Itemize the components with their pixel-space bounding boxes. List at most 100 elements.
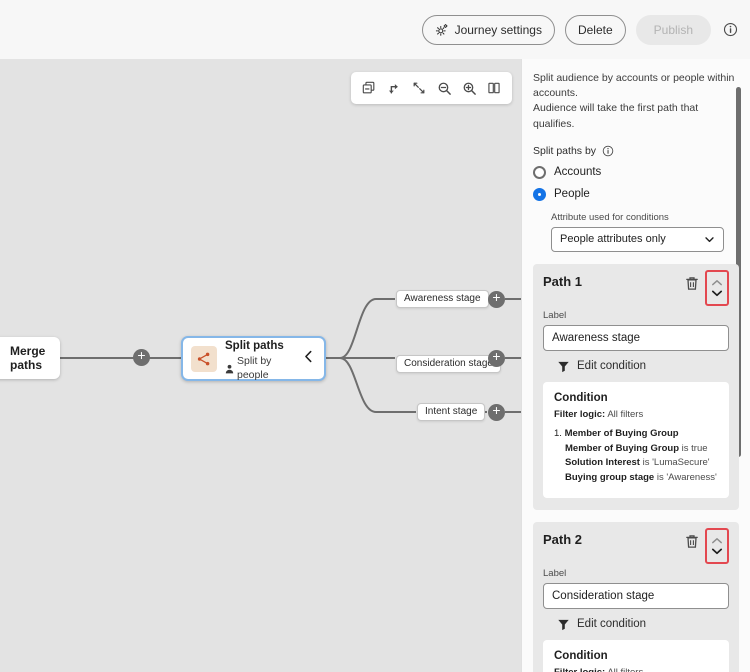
path-1-rule-row: Buying group stage is 'Awareness' xyxy=(554,471,718,486)
chevron-up-icon[interactable] xyxy=(711,279,723,287)
path-2-label-caption: Label xyxy=(543,567,567,579)
branch-label: Consideration stage xyxy=(404,358,493,369)
split-paths-by-label: Split paths by xyxy=(533,144,597,157)
path-1-label-input[interactable] xyxy=(543,324,729,351)
chevron-left-icon[interactable] xyxy=(303,350,316,368)
path-1-filter-logic-key: Filter logic: xyxy=(554,408,606,420)
path-1-title: Path 1 xyxy=(543,273,583,289)
chevron-down-icon[interactable] xyxy=(711,547,723,555)
rule-op: is xyxy=(656,472,664,484)
filter-icon xyxy=(557,618,570,631)
attribute-select[interactable]: People attributes only xyxy=(551,226,724,252)
zoom-in-icon[interactable] xyxy=(457,75,481,101)
trash-icon[interactable] xyxy=(685,532,705,554)
path-2-filter-logic: Filter logic: All filters xyxy=(554,667,718,672)
zoom-out-icon[interactable] xyxy=(432,75,456,101)
branch-pill-awareness[interactable]: Awareness stage xyxy=(396,290,489,308)
delete-label: Delete xyxy=(577,22,613,37)
node-merge-paths[interactable]: Merge paths xyxy=(0,337,60,379)
path-2-title: Path 2 xyxy=(543,531,583,547)
panel-description: Split audience by accounts or people wit… xyxy=(533,71,739,132)
panel-description-line1: Split audience by accounts or people wit… xyxy=(533,72,735,100)
path-2-filter-logic-key: Filter logic: xyxy=(554,667,605,672)
rule-op: is xyxy=(642,457,650,469)
path-card-2: Path 2 xyxy=(533,521,739,672)
path-1-rule-group: 1. Member of Buying Group xyxy=(554,427,718,442)
path-card-1: Path 1 xyxy=(533,263,739,510)
branch-label: Awareness stage xyxy=(404,293,481,304)
path-1-rule-row: Solution Interest is 'LumaSecure' xyxy=(554,456,718,471)
radio-accounts-indicator[interactable] xyxy=(533,165,546,179)
radio-option-accounts[interactable]: Accounts xyxy=(533,165,739,179)
panel-content: Split audience by accounts or people wit… xyxy=(522,59,750,672)
node-split-paths[interactable]: Split paths Split by people xyxy=(181,336,326,381)
branch-pill-intent[interactable]: Intent stage xyxy=(417,403,486,421)
journey-settings-label: Journey settings xyxy=(454,22,542,37)
fit-to-screen-icon[interactable] xyxy=(407,75,431,101)
path-1-condition-title: Condition xyxy=(554,391,608,404)
path-1-label-caption: Label xyxy=(543,309,567,321)
journey-canvas[interactable]: Merge paths Split paths xyxy=(0,59,521,672)
add-step-button-consideration[interactable] xyxy=(488,350,505,367)
path-2-filter-logic-value: All filters xyxy=(607,667,643,672)
chevron-down-icon[interactable] xyxy=(711,289,723,297)
map-overview-icon[interactable] xyxy=(482,75,506,101)
path-2-condition-box: Condition Filter logic: All filters 1. M… xyxy=(543,639,729,672)
rule-attr: Solution Interest xyxy=(565,457,640,469)
split-paths-settings-panel: Split audience by accounts or people wit… xyxy=(521,59,750,672)
path-2-condition-title: Condition xyxy=(554,649,608,662)
rule-value: 'LumaSecure' xyxy=(652,457,710,469)
person-icon xyxy=(225,364,234,374)
path-1-reorder-control[interactable] xyxy=(705,269,729,306)
publish-button[interactable]: Publish xyxy=(635,14,711,45)
path-2-reorder-control[interactable] xyxy=(705,527,729,564)
panel-description-line2: Audience will take the first path that q… xyxy=(533,102,699,130)
add-step-button-intent[interactable] xyxy=(488,404,505,421)
gear-icon xyxy=(435,23,449,37)
attribute-select-value: People attributes only xyxy=(560,233,666,246)
split-node-subtitle: Split by people xyxy=(237,355,272,381)
attribute-block: Attribute used for conditions People att… xyxy=(551,212,739,252)
chevron-up-icon[interactable] xyxy=(711,537,723,545)
path-2-header: Path 2 xyxy=(543,527,729,564)
split-paths-by-row: Split paths by xyxy=(533,145,739,157)
share-split-icon xyxy=(191,345,217,372)
path-1-rule-number: 1. xyxy=(554,427,562,439)
path-2-edit-condition-button[interactable]: Edit condition xyxy=(557,618,729,631)
path-2-label-input[interactable] xyxy=(543,582,729,609)
rule-attr: Buying group stage xyxy=(565,472,655,484)
split-node-subtitle-row: Split by people xyxy=(225,355,295,381)
path-1-filter-logic: Filter logic: All filters xyxy=(554,409,718,420)
radio-accounts-label: Accounts xyxy=(554,166,602,179)
add-step-button-1[interactable] xyxy=(133,349,150,366)
publish-label: Publish xyxy=(653,22,693,37)
radio-people-label: People xyxy=(554,188,590,201)
trash-icon[interactable] xyxy=(685,274,705,296)
radio-people-indicator[interactable] xyxy=(533,187,546,201)
split-node-title: Split paths xyxy=(225,340,284,353)
info-circle-icon[interactable] xyxy=(602,145,614,157)
rule-value: 'Awareness' xyxy=(666,472,717,484)
publish-info-icon[interactable] xyxy=(723,22,738,37)
merge-paths-label: Merge paths xyxy=(10,344,46,372)
add-step-button-awareness[interactable] xyxy=(488,291,505,308)
top-toolbar: Journey settings Delete Publish xyxy=(0,0,750,59)
attribute-label: Attribute used for conditions xyxy=(551,211,669,223)
reroute-arrow-icon[interactable] xyxy=(382,75,406,101)
path-1-condition-box: Condition Filter logic: All filters 1. M… xyxy=(543,381,729,498)
branch-label: Intent stage xyxy=(425,406,478,417)
radio-option-people[interactable]: People xyxy=(533,187,739,201)
path-1-rule-row: Member of Buying Group is true xyxy=(554,442,718,457)
branch-pill-consideration[interactable]: Consideration stage xyxy=(396,355,501,373)
path-2-edit-condition-label: Edit condition xyxy=(577,618,647,631)
rule-op: is xyxy=(681,442,689,454)
delete-button[interactable]: Delete xyxy=(564,14,626,45)
rule-value: true xyxy=(691,442,708,454)
duplicate-minus-icon[interactable] xyxy=(357,75,381,101)
rule-attr: Member of Buying Group xyxy=(565,442,679,454)
journey-settings-button[interactable]: Journey settings xyxy=(421,14,555,45)
path-1-group-name: Member of Buying Group xyxy=(564,427,679,439)
path-1-edit-condition-button[interactable]: Edit condition xyxy=(557,360,729,373)
path-1-rules: 1. Member of Buying Group Member of Buyi… xyxy=(554,427,718,486)
